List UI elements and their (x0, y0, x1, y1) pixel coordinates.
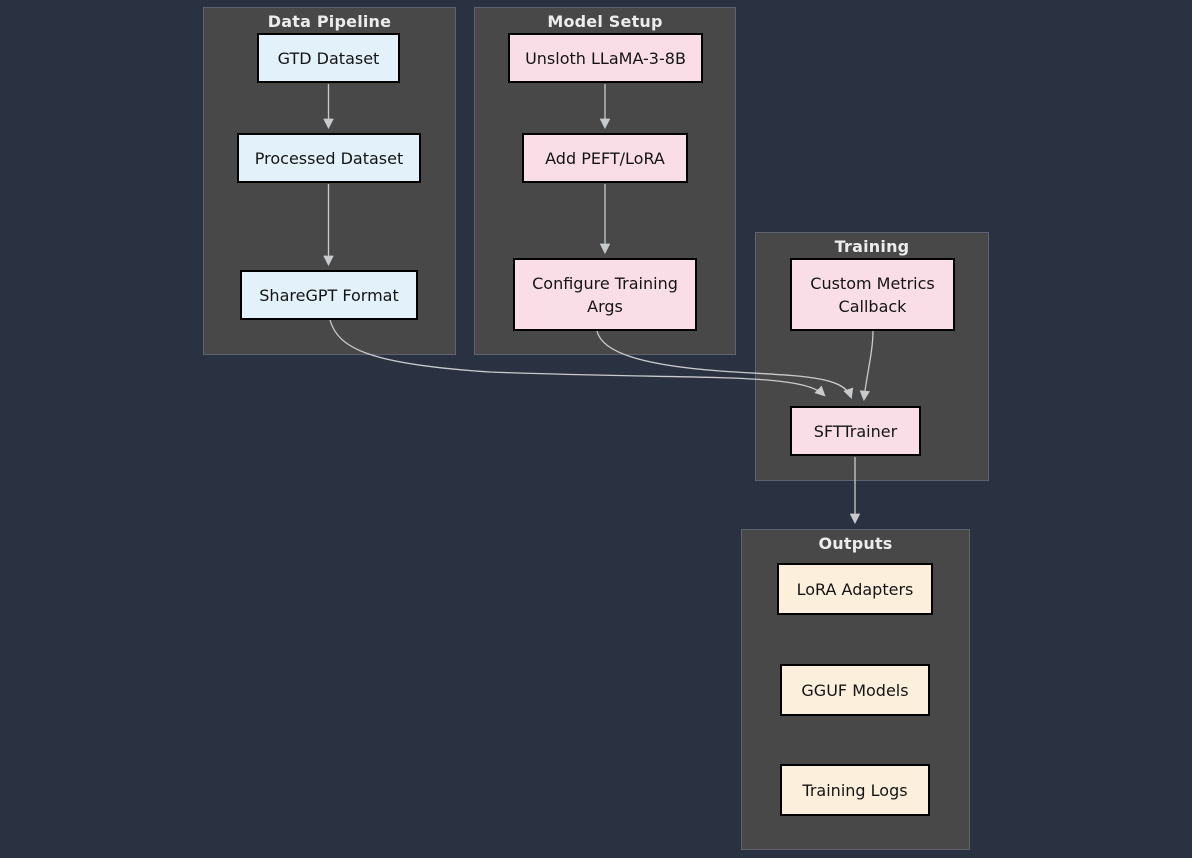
cluster-title-model-setup: Model Setup (547, 12, 663, 31)
node-sharegpt-format: ShareGPT Format (240, 270, 418, 320)
node-lora-adapters: LoRA Adapters (777, 563, 933, 615)
node-label: Custom Metrics Callback (810, 273, 935, 316)
node-label: ShareGPT Format (259, 285, 399, 305)
node-sfttrainer: SFTTrainer (790, 406, 921, 456)
cluster-title-outputs: Outputs (818, 534, 893, 553)
node-gguf-models: GGUF Models (780, 664, 930, 716)
node-label: Training Logs (802, 780, 908, 800)
node-label: Configure Training Args (532, 273, 678, 316)
node-add-peft-lora: Add PEFT/LoRA (522, 133, 688, 183)
node-training-logs: Training Logs (780, 764, 930, 816)
node-configure-training-args: Configure Training Args (513, 258, 697, 331)
node-label: GTD Dataset (277, 48, 380, 68)
cluster-title-training: Training (834, 237, 910, 256)
node-label: SFTTrainer (813, 421, 898, 441)
cluster-title-data-pipeline: Data Pipeline (267, 12, 392, 31)
node-label: LoRA Adapters (796, 579, 914, 599)
node-label: Unsloth LLaMA-3-8B (525, 48, 686, 68)
node-processed-dataset: Processed Dataset (237, 133, 421, 183)
node-label: Processed Dataset (254, 148, 404, 168)
node-label: Add PEFT/LoRA (545, 148, 665, 168)
node-unsloth-llama: Unsloth LLaMA-3-8B (508, 33, 703, 83)
node-custom-metrics-callback: Custom Metrics Callback (790, 258, 955, 331)
node-label: GGUF Models (801, 680, 909, 700)
node-gtd-dataset: GTD Dataset (257, 33, 400, 83)
